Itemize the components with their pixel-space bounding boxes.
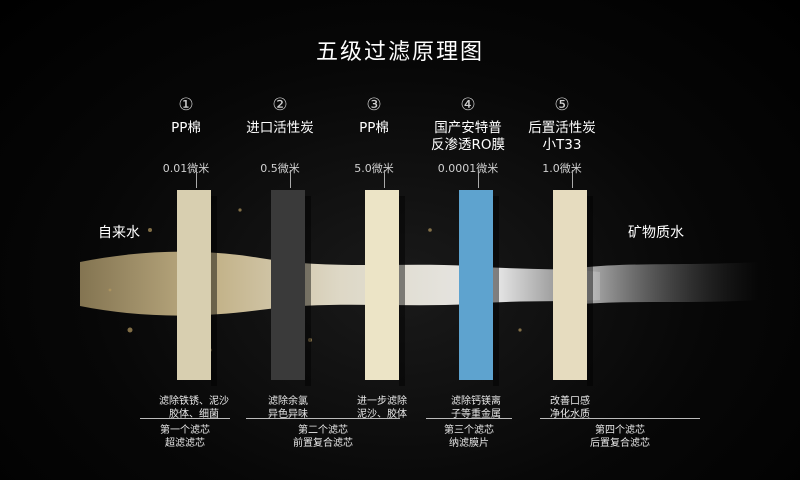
stage-micron: 0.0001微米 <box>437 162 499 175</box>
stage-name-line: 后置活性炭 <box>528 120 596 136</box>
stage-micron: 0.01微米 <box>162 162 210 175</box>
stage-5-header: ⑤ 后置活性炭小T33 1.0微米 <box>502 94 622 176</box>
stage-name-line: 国产安特普 <box>434 120 502 136</box>
stage-micron: 5.0微米 <box>354 162 394 175</box>
stage-4-description: 滤除钙镁离子等重金属 <box>416 395 536 421</box>
group-divider <box>426 418 512 419</box>
filter-plate-3 <box>365 190 399 380</box>
group-label-line: 第一个滤芯 <box>160 425 210 436</box>
filter-plate-shadow <box>587 196 593 386</box>
description-line: 泥沙、胶体 <box>357 409 407 420</box>
group-label-line: 第三个滤芯 <box>444 425 494 436</box>
group-label-line: 前置复合滤芯 <box>293 438 353 449</box>
filter-plate-5 <box>553 190 587 380</box>
stage-tick <box>290 170 291 188</box>
group-1-label: 第一个滤芯超滤滤芯 <box>140 424 230 450</box>
stage-number: ⑤ <box>554 95 570 115</box>
water-stream-out <box>580 262 760 304</box>
stage-name: 后置活性炭小T33 <box>502 120 622 154</box>
stage-tick <box>196 170 197 188</box>
stage-name: 进口活性炭 <box>220 120 340 154</box>
description-line: 改善口感 <box>550 396 590 407</box>
stage-2-description: 滤除余氯异色异味 <box>228 395 348 421</box>
group-label-line: 后置复合滤芯 <box>590 438 650 449</box>
filter-plate-shadow <box>399 196 405 386</box>
description-line: 滤除余氯 <box>268 396 308 407</box>
stage-5-description: 改善口感净化水质 <box>510 395 630 421</box>
group-divider <box>140 418 230 419</box>
stage-tick <box>478 170 479 188</box>
group-label-line: 超滤滤芯 <box>165 438 205 449</box>
stage-3-description: 进一步滤除泥沙、胶体 <box>322 395 442 421</box>
filter-plate-shadow <box>211 196 217 386</box>
stage-1-description: 滤除铁锈、泥沙胶体、细菌 <box>134 395 254 421</box>
stage-2-header: ② 进口活性炭 0.5微米 <box>220 94 340 176</box>
filter-plate-shadow <box>305 196 311 386</box>
description-line: 进一步滤除 <box>357 396 407 407</box>
stage-name: PP棉 <box>126 120 246 154</box>
filter-plate-4 <box>459 190 493 380</box>
group-divider <box>246 418 400 419</box>
stage-1-header: ① PP棉 0.01微米 <box>126 94 246 176</box>
group-label-line: 第二个滤芯 <box>298 425 348 436</box>
stage-name-line: 小T33 <box>542 137 582 153</box>
stage-number: ③ <box>366 95 382 115</box>
stage-tick <box>572 170 573 188</box>
description-line: 胶体、细菌 <box>169 409 219 420</box>
stage-number: ② <box>272 95 288 115</box>
filter-plate-shadow <box>493 196 499 386</box>
water-stream-in <box>80 251 600 316</box>
description-line: 子等重金属 <box>451 409 501 420</box>
stage-micron: 0.5微米 <box>260 162 300 175</box>
description-line: 滤除铁锈、泥沙 <box>159 396 229 407</box>
stage-micron: 1.0微米 <box>542 162 582 175</box>
diagram-title: 五级过滤原理图 <box>315 40 484 65</box>
stage-number: ④ <box>460 95 476 115</box>
stage-number: ① <box>178 95 194 115</box>
inlet-label: 自来水 <box>98 225 140 241</box>
group-label-line: 第四个滤芯 <box>595 425 645 436</box>
filter-plate-1 <box>177 190 211 380</box>
stage-name-line: PP棉 <box>359 120 389 136</box>
description-line: 异色异味 <box>268 409 308 420</box>
description-line: 净化水质 <box>550 409 590 420</box>
group-divider <box>540 418 700 419</box>
stage-name-line: PP棉 <box>171 120 201 136</box>
group-3-label: 第三个滤芯纳滤膜片 <box>426 424 512 450</box>
stage-name-line: 进口活性炭 <box>246 120 314 136</box>
group-4-label: 第四个滤芯后置复合滤芯 <box>540 424 700 450</box>
group-2-label: 第二个滤芯前置复合滤芯 <box>246 424 400 450</box>
stage-name-line: 反渗透RO膜 <box>430 137 505 153</box>
description-line: 滤除钙镁离 <box>451 396 501 407</box>
group-label-line: 纳滤膜片 <box>449 438 489 449</box>
stage-name: 国产安特普反渗透RO膜 <box>408 120 528 154</box>
stage-3-header: ③ PP棉 5.0微米 <box>314 94 434 176</box>
outlet-label: 矿物质水 <box>628 225 684 241</box>
stage-name: PP棉 <box>314 120 434 154</box>
stage-tick <box>384 170 385 188</box>
stage-4-header: ④ 国产安特普反渗透RO膜 0.0001微米 <box>408 94 528 176</box>
filter-plate-2 <box>271 190 305 380</box>
